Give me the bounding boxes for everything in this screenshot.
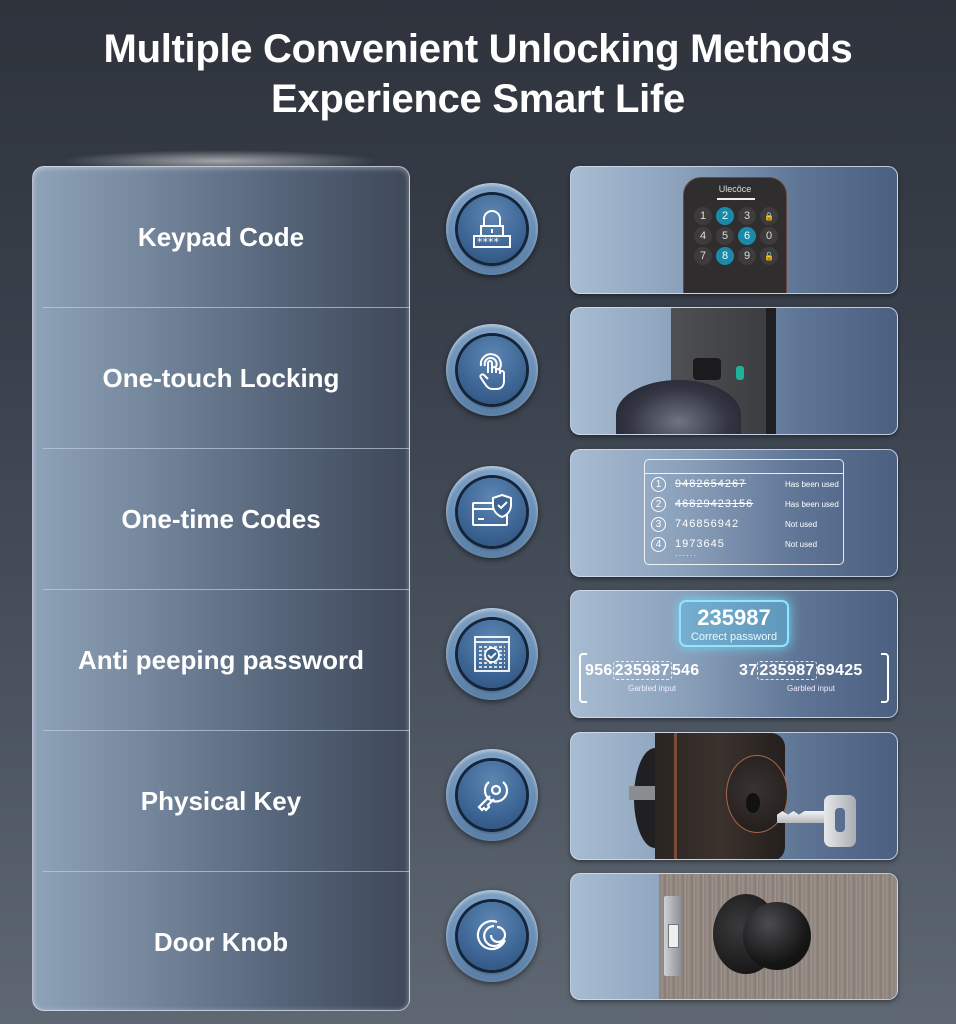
keypad-device: Ulecôce 1 2 3 🔒 4 5 6 0 7 8 9 🔓 (683, 177, 787, 294)
code-row: 3 746856942 Not used (645, 514, 843, 534)
code-row: 1 9482654267 Has been used (645, 474, 843, 494)
scrambled-screen-check-icon-badge (446, 608, 538, 700)
code-value: 746856942 (675, 518, 740, 530)
correct-code-label: Correct password (690, 631, 778, 643)
method-label: Physical Key (140, 785, 302, 816)
keypad-code-image-card: Ulecôce 1 2 3 🔒 4 5 6 0 7 8 9 🔓 (570, 166, 898, 294)
codes-header-bar (645, 460, 843, 474)
keypad-keys: 1 2 3 🔒 4 5 6 0 7 8 9 🔓 (694, 207, 780, 265)
fingerprint-indicator (736, 366, 744, 380)
keypad-key: 3 (738, 207, 756, 225)
key-icon-badge (446, 749, 538, 841)
method-row-anti-peeping: Anti peeping password (43, 590, 409, 731)
touch-finger-icon (479, 353, 505, 390)
code-value: 1973645 (675, 538, 725, 550)
garble-prefix: 956 (585, 662, 613, 679)
keypad-key-lit: 8 (716, 247, 734, 265)
keypad-thumbturn (710, 293, 762, 294)
door-edge (766, 308, 776, 434)
code-status: Has been used (785, 499, 839, 509)
keypad-key: 7 (694, 247, 712, 265)
keypad-key: 1 (694, 207, 712, 225)
code-row: 2 46829423156 Has been used (645, 494, 843, 514)
bracket-left (579, 653, 587, 703)
title-line-1: Multiple Convenient Unlocking Methods (103, 27, 853, 71)
garble-suffix: 69425 (816, 662, 863, 679)
gloved-hand-image (616, 380, 741, 434)
code-row: 4 1973645 Not used (645, 534, 843, 554)
keypad-key: 0 (760, 227, 778, 245)
method-row-keypad-code: Keypad Code (43, 167, 409, 308)
lock-key-icon: 🔒 (760, 207, 778, 225)
method-row-one-time-codes: One-time Codes (43, 449, 409, 590)
deadbolt-trim (674, 733, 677, 859)
touch-finger-icon-badge (446, 324, 538, 416)
method-row-one-touch-locking: One-touch Locking (43, 308, 409, 449)
code-status: Has been used (785, 479, 839, 489)
page-title: Multiple Convenient Unlocking Methods Ex… (0, 24, 956, 124)
title-line-2: Experience Smart Life (271, 77, 685, 121)
deadbolt-latch (629, 786, 657, 800)
card-shield-icon-badge (446, 466, 538, 558)
method-label: One-time Codes (121, 503, 321, 534)
keypad-brand: Ulecôce (718, 184, 752, 194)
code-status: Not used (785, 519, 818, 529)
method-label: Keypad Code (137, 221, 305, 252)
code-value: 9482654267 (675, 478, 747, 490)
more-codes-ellipsis: ······ (675, 551, 697, 560)
garble-code: 235987 (757, 661, 817, 680)
keypad-lock-icon-badge: **** (446, 183, 538, 275)
method-label: Anti peeping password (77, 644, 365, 675)
correct-password-box: 235987 Correct password (679, 600, 789, 647)
keypad-key-lit: 6 (738, 227, 756, 245)
knob-swirl-icon-badge (446, 890, 538, 982)
keypad-key: 5 (716, 227, 734, 245)
keypad-indicator-bar (717, 198, 755, 200)
knob-swirl-icon (476, 919, 507, 951)
unlock-key-icon: 🔓 (760, 247, 778, 265)
code-status: Not used (785, 539, 818, 549)
code-index: 1 (651, 476, 666, 492)
code-index: 3 (651, 516, 666, 532)
keyhole (746, 793, 760, 813)
correct-code: 235987 (697, 605, 771, 630)
garble-code: 235987 (612, 661, 672, 680)
method-row-door-knob: Door Knob (43, 872, 409, 1010)
thumb-turn (693, 358, 721, 380)
code-index: 4 (651, 536, 666, 552)
methods-list-panel: Keypad Code One-touch Locking One-time C… (32, 166, 410, 1011)
one-touch-locking-image-card (570, 307, 898, 435)
garbled-input-label: Garbled input (628, 684, 677, 693)
key-icon (477, 781, 509, 812)
svg-text:****: **** (477, 236, 500, 249)
keypad-key: 4 (694, 227, 712, 245)
garbled-input-label: Garbled input (787, 684, 836, 693)
latch-plate (664, 896, 681, 976)
door-knob (743, 902, 811, 970)
door-knob-image-card (570, 873, 898, 1000)
method-label: One-touch Locking (102, 362, 340, 393)
bracket-right (881, 653, 889, 703)
scrambled-screen-check-icon (474, 636, 510, 672)
method-label: Door Knob (153, 926, 289, 957)
card-shield-icon (472, 493, 512, 526)
code-value: 46829423156 (675, 498, 754, 510)
key-blade (777, 811, 832, 823)
one-time-codes-image-card: 1 9482654267 Has been used 2 46829423156… (570, 449, 898, 577)
keypad-lock-icon: **** (473, 210, 511, 249)
keypad-key-lit: 2 (716, 207, 734, 225)
garble-suffix: 546 (671, 662, 700, 679)
keypad-key: 9 (738, 247, 756, 265)
physical-key-image-card (570, 732, 898, 860)
method-row-physical-key: Physical Key (43, 731, 409, 872)
key-head (824, 795, 856, 847)
codes-list-box: 1 9482654267 Has been used 2 46829423156… (644, 459, 844, 565)
garble-prefix: 37 (739, 662, 758, 679)
code-index: 2 (651, 496, 666, 512)
